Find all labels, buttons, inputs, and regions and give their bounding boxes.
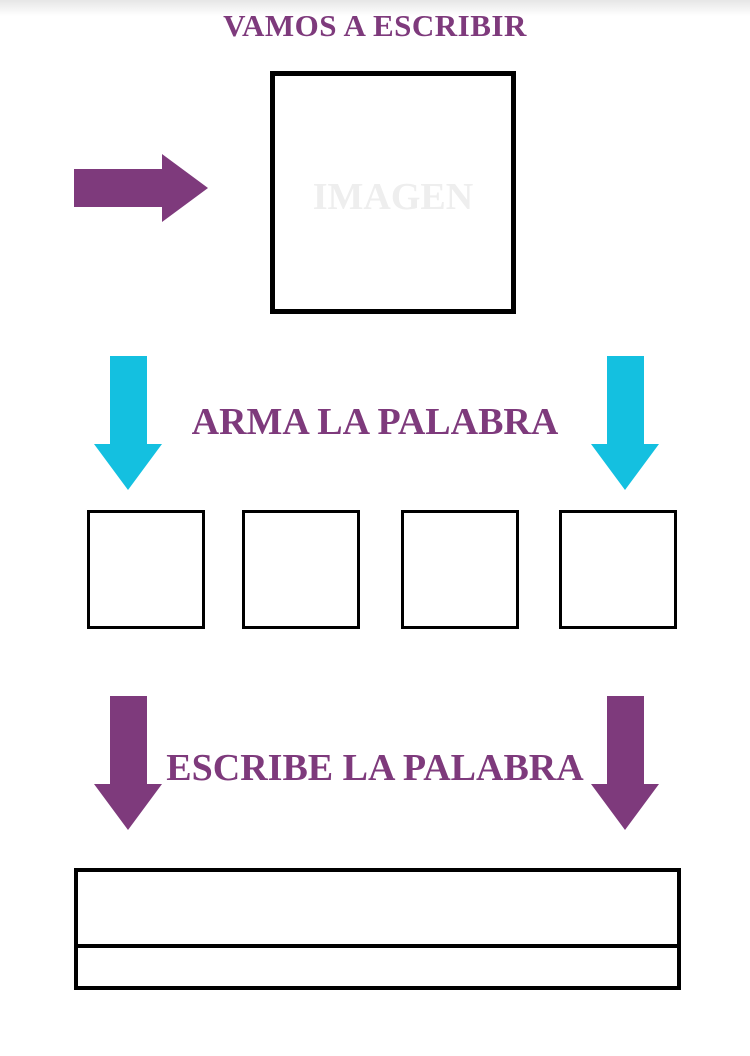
image-placeholder-label: IMAGEN [312,176,474,218]
page-top-shade [0,0,750,16]
letter-box[interactable] [242,510,360,629]
build-word-heading: ARMA LA PALABRA [191,401,559,443]
writing-area[interactable] [74,868,681,990]
arrow-right-icon [74,154,208,222]
worksheet-title: VAMOS A ESCRIBIR [223,8,527,43]
letter-box[interactable] [559,510,677,629]
writing-guide-line [78,944,677,948]
letter-box[interactable] [401,510,519,629]
write-word-heading: ESCRIBE LA PALABRA [166,747,584,789]
arrow-down-icon [591,696,659,830]
arrow-down-icon [94,356,162,490]
arrow-down-icon [94,696,162,830]
arrow-down-icon [591,356,659,490]
image-frame: IMAGEN [270,71,516,314]
letter-box[interactable] [87,510,205,629]
